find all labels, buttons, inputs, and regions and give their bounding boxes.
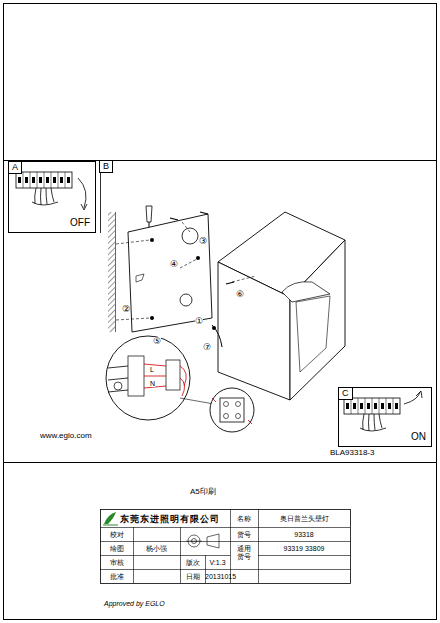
switch-state: OFF: [69, 218, 91, 228]
table-cell: 通用货号: [237, 545, 251, 560]
terminal-name: L: [150, 366, 154, 373]
table-cell: 奥日普兰头壁灯: [258, 515, 350, 522]
table-cell: 批准: [100, 573, 133, 580]
table-cell: 绘图: [100, 545, 133, 552]
company-name: 东莞东进照明有限公司: [120, 515, 230, 524]
print-size-note: A5印刷: [190, 488, 216, 496]
table-cell: 日期: [180, 573, 205, 580]
drawing-number: BLA93318-3: [330, 449, 374, 457]
table-cell: 货号: [230, 531, 258, 538]
callout-number: ①: [195, 317, 203, 326]
callout-number: ⑤: [153, 337, 161, 346]
callout-number: ⑥: [236, 290, 244, 299]
table-cell: 名称: [230, 515, 258, 522]
table-cell: 审核: [100, 559, 133, 566]
callout-number: ⑦: [203, 343, 211, 352]
callout-number: ④: [170, 260, 178, 269]
table-cell: 93318: [258, 531, 350, 538]
table-cell: 杨小强: [133, 545, 180, 552]
step-panel: A OFF: [8, 161, 96, 233]
panel-letter: C: [338, 387, 353, 400]
website: www.eglo.com: [40, 432, 92, 440]
terminal-name: N: [150, 380, 155, 387]
table-cell: 93319 33809: [258, 545, 350, 552]
switch-state: ON: [410, 432, 427, 442]
table-cell: V:1.3: [205, 559, 230, 566]
callout-number: ②: [122, 305, 130, 314]
table-cell: 20131015: [205, 573, 230, 580]
step-panel: C ON: [338, 387, 432, 447]
step-panel: B C ON: [100, 161, 437, 462]
panel-letter: A: [8, 161, 22, 174]
approval-note: Approved by EGLO: [104, 600, 165, 607]
panel-letter: B: [99, 160, 113, 173]
callout-number: ③: [199, 237, 207, 246]
table-cell: 校对: [100, 531, 133, 538]
table-cell: 版次: [180, 559, 205, 566]
